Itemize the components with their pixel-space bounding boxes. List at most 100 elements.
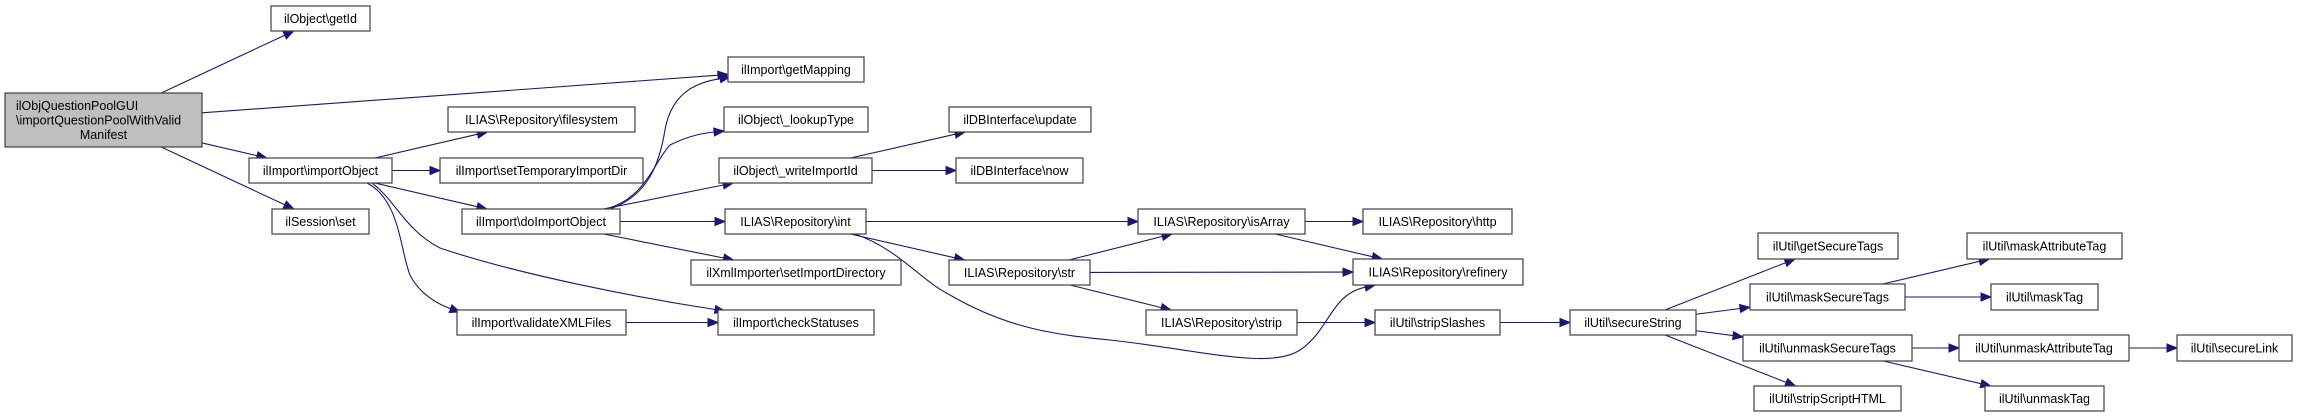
- node-box: [690, 259, 902, 286]
- node-dbUpdate[interactable]: ilDBInterface\update: [948, 106, 1092, 133]
- node-maskSecureTags[interactable]: ilUtil\maskSecureTags: [1749, 283, 1906, 311]
- edge-secureString-to-maskSecureTags: [1695, 303, 1752, 315]
- edge-doImportObject-to-int: [620, 216, 727, 227]
- node-label: ilDBInterface\update: [963, 113, 1076, 127]
- node-setImportDirectory[interactable]: ilXmlImporter\setImportDirectory: [690, 259, 902, 286]
- edge-line: [201, 142, 258, 157]
- node-box: [948, 106, 1092, 133]
- node-getId[interactable]: ilObject\getId: [270, 5, 371, 32]
- node-label: ilImport\validateXMLFiles: [472, 316, 612, 330]
- arrowhead-icon: [282, 30, 296, 40]
- arrowhead-icon: [1559, 317, 1572, 328]
- arrowhead-icon: [945, 165, 958, 176]
- node-box: [955, 157, 1084, 184]
- edge-line: [1069, 284, 1162, 309]
- node-label: ilUtil\secureString: [1584, 316, 1681, 330]
- edge-line: [374, 182, 478, 208]
- node-refinery[interactable]: ILIAS\Repository\refinery: [1352, 258, 1524, 286]
- node-label: Manifest: [80, 128, 128, 142]
- node-label: ilImport\getMapping: [741, 63, 851, 77]
- node-label: ilUtil\getSecureTags: [1773, 240, 1883, 254]
- edge-str-to-strip: [1069, 284, 1173, 313]
- node-box: [1749, 283, 1906, 311]
- node-maskAttributeTag[interactable]: ilUtil\maskAttributeTag: [1966, 232, 2123, 260]
- node-label: ilUtil\maskTag: [2006, 291, 2083, 305]
- node-box: [2176, 334, 2293, 362]
- node-label: ilDBInterface\now: [971, 164, 1070, 178]
- node-box: [248, 157, 393, 184]
- edge-unmaskAttributeTag-to-secureLink: [2129, 343, 2179, 353]
- node-int[interactable]: ILIAS\Repository\int: [724, 208, 867, 235]
- edge-line: [603, 233, 724, 259]
- node-box: [1145, 309, 1298, 336]
- node-writeImportId[interactable]: ilObject\_writeImportId: [718, 157, 873, 184]
- edge-line: [1695, 330, 1734, 337]
- arrowhead-icon: [1948, 343, 1961, 353]
- node-filesystem[interactable]: ILIAS\Repository\filesystem: [447, 106, 636, 133]
- node-importObject[interactable]: ilImport\importObject: [248, 157, 393, 184]
- node-validateXMLFiles[interactable]: ilImport\validateXMLFiles: [456, 309, 627, 336]
- node-label: ilXmlImporter\setImportDirectory: [706, 266, 886, 280]
- node-maskTag[interactable]: ilUtil\maskTag: [1990, 283, 2099, 311]
- node-label: ilImport\checkStatuses: [733, 316, 859, 330]
- node-box: [1757, 232, 1899, 260]
- arrowhead-icon: [1364, 317, 1377, 328]
- node-isArray[interactable]: ILIAS\Repository\isArray: [1137, 208, 1306, 235]
- node-label: ilUtil\maskAttributeTag: [1983, 240, 2107, 254]
- arrowhead-icon: [1732, 330, 1745, 341]
- node-setTemporaryImportDir[interactable]: ilImport\setTemporaryImportDir: [439, 157, 644, 184]
- node-unmaskAttributeTag[interactable]: ilUtil\unmaskAttributeTag: [1958, 334, 2130, 362]
- edge-importObject-to-filesystem: [374, 129, 489, 159]
- node-box: [461, 208, 621, 235]
- edge-line: [1883, 360, 1982, 385]
- edge-maskSecureTags-to-maskTag: [1905, 292, 1993, 302]
- node-label: ilObject\_lookupType: [738, 113, 854, 127]
- node-label: ilUtil\secureLink: [2191, 342, 2279, 356]
- edge-str-to-refinery: [1089, 267, 1355, 277]
- node-dbNow[interactable]: ilDBInterface\now: [955, 157, 1084, 184]
- node-http[interactable]: ILIAS\Repository\http: [1362, 208, 1513, 235]
- node-root[interactable]: ilObjQuestionPoolGUI\importQuestionPoolW…: [4, 92, 203, 148]
- node-getMapping[interactable]: ilImport\getMapping: [727, 56, 865, 83]
- node-label: ilSession\set: [285, 215, 356, 229]
- node-unmaskSecureTags[interactable]: ilUtil\unmaskSecureTags: [1742, 334, 1913, 362]
- node-box: [1569, 309, 1697, 336]
- edge-line: [374, 133, 478, 159]
- node-strip[interactable]: ILIAS\Repository\strip: [1145, 309, 1298, 336]
- node-doImportObject[interactable]: ilImport\doImportObject: [461, 208, 621, 235]
- edge-line: [1695, 307, 1741, 315]
- node-box: [456, 309, 627, 336]
- node-str[interactable]: ILIAS\Repository\str: [948, 259, 1091, 286]
- node-label: ilImport\importObject: [263, 164, 379, 178]
- arrowhead-icon: [1980, 292, 1993, 302]
- edge-line: [201, 74, 719, 114]
- arrowhead-icon: [714, 216, 727, 227]
- edge-str-to-isArray: [1068, 232, 1174, 261]
- node-stripSlashes[interactable]: ilUtil\stripSlashes: [1374, 309, 1501, 336]
- edge-writeImportId-to-dbUpdate: [850, 129, 967, 159]
- edge-line: [366, 182, 451, 310]
- node-label: ilObjQuestionPoolGUI: [16, 99, 138, 113]
- node-getSecureTags[interactable]: ilUtil\getSecureTags: [1757, 232, 1899, 260]
- node-stripScriptHTML[interactable]: ilUtil\stripScriptHTML: [1753, 385, 1902, 412]
- edge-int-to-str: [850, 233, 966, 263]
- node-box: [1958, 334, 2130, 362]
- edge-line: [371, 182, 716, 311]
- edge-importObject-to-setTemporaryImportDir: [392, 165, 442, 176]
- node-unmaskTag[interactable]: ilUtil\unmaskTag: [1984, 385, 2105, 412]
- edge-line: [160, 146, 285, 206]
- arrowhead-icon: [713, 127, 726, 137]
- node-box: [1362, 208, 1513, 235]
- node-label: ilImport\setTemporaryImportDir: [456, 164, 628, 178]
- edge-unmaskSecureTags-to-unmaskAttributeTag: [1912, 343, 1961, 353]
- node-lookupType[interactable]: ilObject\_lookupType: [723, 106, 869, 133]
- edge-validateXMLFiles-to-checkStatuses: [626, 317, 720, 328]
- node-secureString[interactable]: ilUtil\secureString: [1569, 309, 1697, 336]
- node-checkStatuses[interactable]: ilImport\checkStatuses: [717, 309, 875, 336]
- arrowhead-icon: [429, 165, 442, 176]
- node-label: ilObject\getId: [284, 12, 357, 26]
- node-sessionSet[interactable]: ilSession\set: [271, 208, 370, 235]
- edge-doImportObject-to-setImportDirectory: [603, 233, 735, 263]
- node-secureLink[interactable]: ilUtil\secureLink: [2176, 334, 2293, 362]
